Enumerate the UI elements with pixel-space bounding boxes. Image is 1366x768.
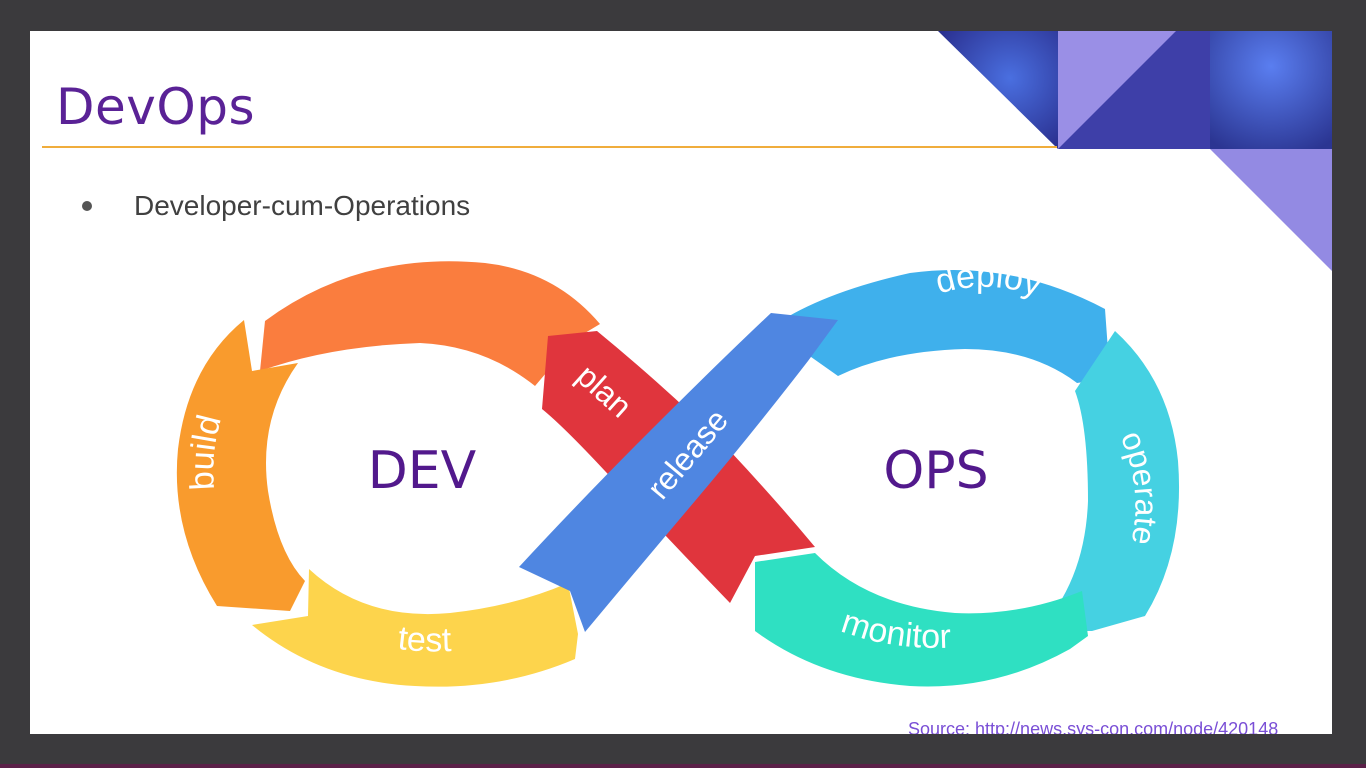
ops-center-label: OPS: [883, 441, 988, 501]
stage-release-segment: [519, 313, 838, 632]
bullet-item: Developer-cum-Operations: [82, 188, 470, 224]
stage-test-label: test: [396, 619, 453, 659]
slide-title: DevOps: [56, 78, 255, 136]
title-underline: [42, 146, 1057, 148]
dev-center-label: DEV: [368, 441, 477, 501]
deco-shape: [938, 31, 1058, 149]
corner-decoration: [938, 31, 1332, 271]
bullet-dot: [82, 201, 92, 211]
stage-monitor-segment: [755, 553, 1088, 687]
stage-deploy-segment: [770, 269, 1110, 383]
slide: DevOps Developer-cum-Operations code: [30, 31, 1332, 734]
bullet-text: Developer-cum-Operations: [134, 190, 471, 221]
bottom-edge-line: [0, 764, 1366, 768]
deco-shape: [1210, 149, 1332, 271]
stage-code-segment: [260, 261, 600, 386]
source-link[interactable]: Source: http://news.sys-con.com/node/420…: [908, 719, 1279, 734]
stage-build-segment: [176, 320, 305, 611]
deco-shape: [1210, 31, 1332, 149]
stage-code-label: code: [379, 221, 463, 264]
deco-shape: [1058, 31, 1176, 149]
stage-test-segment: [252, 569, 578, 687]
devops-infinity-diagram: code deploy build operate test monitor p…: [176, 221, 1180, 687]
stage-operate-segment: [1038, 331, 1180, 631]
